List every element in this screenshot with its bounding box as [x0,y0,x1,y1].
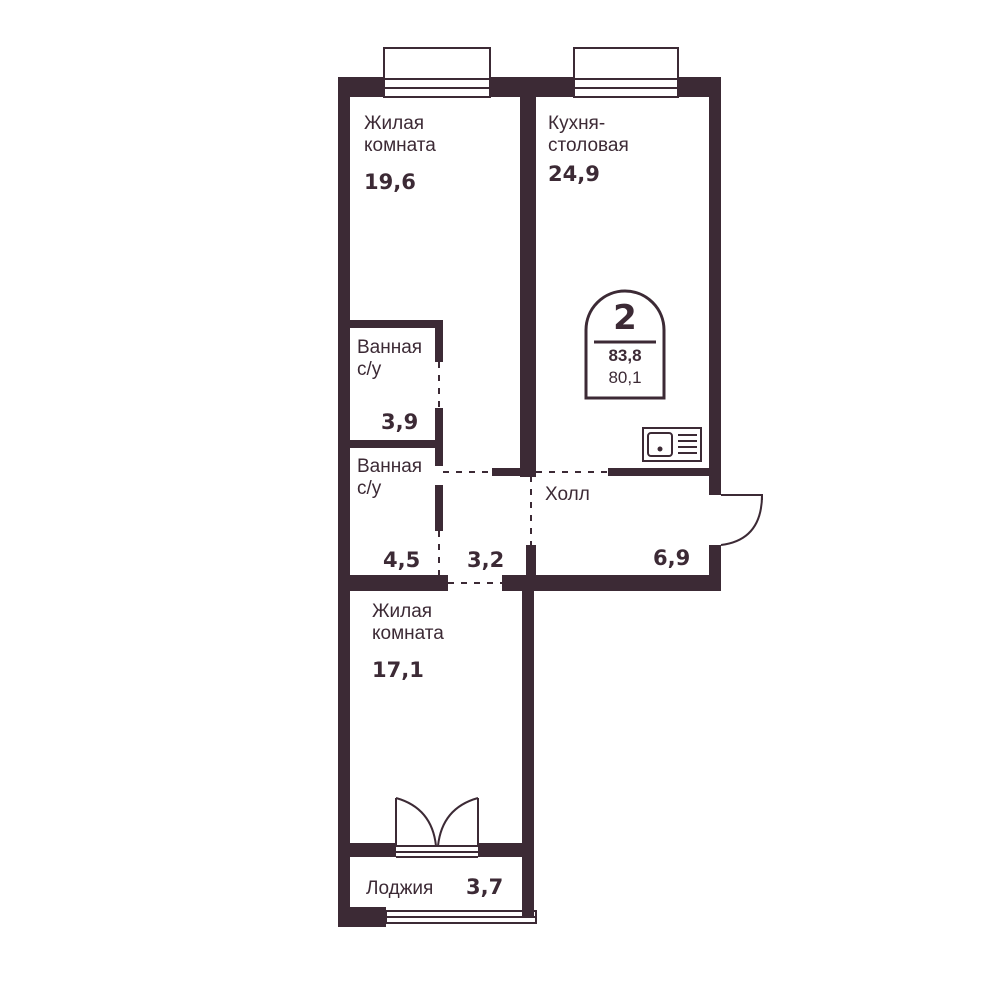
kitchen-dining-label: Кухня- столовая [548,113,629,156]
rooms-count: 2 [613,298,637,338]
hall-label: Холл [545,484,590,505]
bathroom-2-label: Ванная с/у [357,456,423,499]
hall-area: 6,9 [653,546,691,570]
living-room-1-label: Жилая комната [364,113,436,156]
total-area: 83,8 [608,346,642,365]
openings [438,362,608,584]
loggia-label: Лоджия [366,878,434,899]
windows [383,47,679,924]
sink-icon [642,427,702,462]
corridor-area: 3,2 [467,548,505,572]
living-area: 80,1 [608,368,642,387]
living-room-2-area: 17,1 [372,658,424,682]
doors [395,494,763,847]
walls [338,77,721,927]
bathroom-1-label: Ванная с/у [357,337,423,380]
bathroom-1-area: 3,9 [381,410,419,434]
kitchen-dining-area: 24,9 [548,162,600,186]
bathroom-2-area: 4,5 [383,548,421,572]
loggia-area: 3,7 [466,875,504,899]
living-room-1-area: 19,6 [364,170,416,194]
living-room-2-label: Жилая комната [372,601,444,644]
apartment-badge [584,289,666,400]
